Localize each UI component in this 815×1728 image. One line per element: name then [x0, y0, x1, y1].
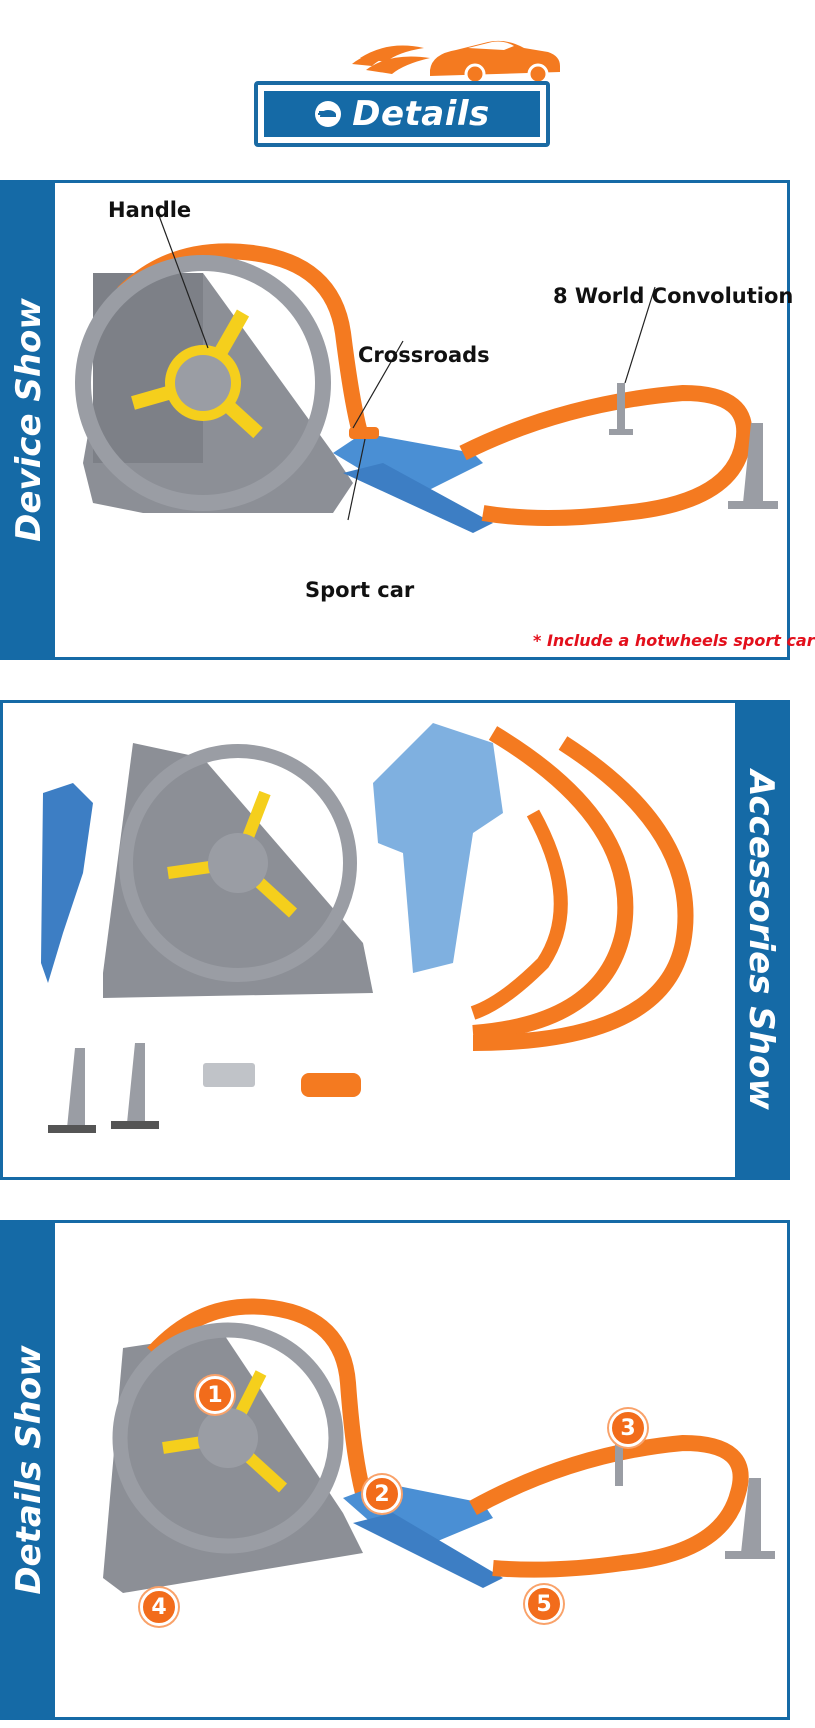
- header: Details: [0, 0, 790, 160]
- accessories-show-panel: Accessories Show: [0, 700, 790, 1180]
- handle-callout: Handle: [108, 198, 192, 222]
- marker-5: 5: [525, 1585, 563, 1623]
- details-show-panel: Details Show 1 2 3 4 5: [0, 1220, 790, 1720]
- included-car-note: * Include a hotwheels sport car: [533, 631, 815, 650]
- marker-4: 4: [140, 1588, 178, 1626]
- accessories-show-sidebar: Accessories Show: [735, 703, 787, 1177]
- device-show-panel: Device Show Handle Crossroads 8 Wor: [0, 180, 815, 660]
- crossroads-callout: Crossroads: [358, 343, 490, 367]
- marker-3: 3: [609, 1409, 647, 1447]
- page-title: Details: [352, 94, 490, 134]
- device-show-sidebar: Device Show: [3, 183, 55, 657]
- details-show-sidebar: Details Show: [3, 1223, 55, 1717]
- device-illustration: [75, 212, 778, 533]
- convolution-callout: 8 World Convolution: [553, 284, 794, 308]
- car-badge-icon: [315, 101, 342, 127]
- marker-1: 1: [196, 1376, 234, 1414]
- flaming-car-icon: [352, 40, 560, 85]
- marker-2: 2: [363, 1475, 401, 1513]
- sport-car-callout: Sport car: [305, 578, 415, 602]
- title-badge: Details: [254, 81, 550, 147]
- accessories-illustration: [41, 723, 694, 1133]
- details-illustration: [103, 1298, 775, 1593]
